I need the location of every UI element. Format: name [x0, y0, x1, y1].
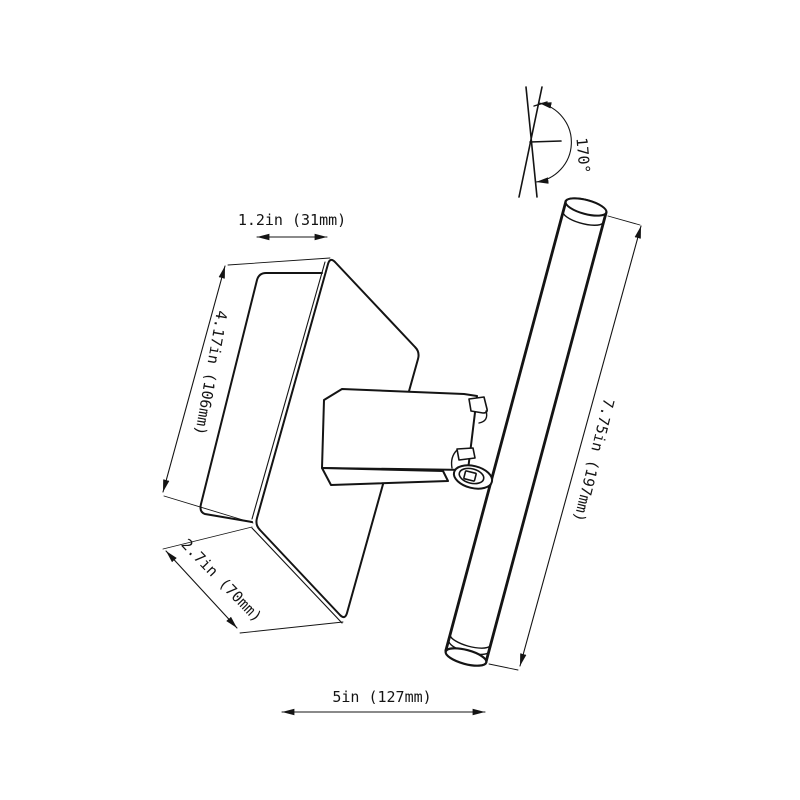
angle-horizontal-line: [529, 140, 562, 143]
hinge-knuckle-top-hook: [478, 410, 488, 424]
dim-base-width-label: 5in (127mm): [332, 688, 431, 706]
swivel-angle-symbol: 170°: [518, 86, 594, 198]
hinge-knuckle-top: [468, 396, 488, 414]
bracket-front-face: [321, 388, 478, 471]
bracket-bottom-face: [321, 467, 449, 486]
dim-plate-height-ext-top: [227, 257, 331, 266]
hinge-pivot: [452, 464, 494, 490]
dim-bar-length-ext-bottom: [488, 663, 519, 671]
dim-plate-depth: 1.2in (31mm): [238, 211, 346, 241]
hinge-knuckle-bottom: [456, 447, 476, 461]
dim-bar-length-ext-top: [607, 215, 641, 226]
tube-top-cap-ring: [562, 210, 604, 226]
dim-base-width: 5in (127mm): [281, 688, 486, 716]
angle-tick: [533, 101, 548, 107]
dim-plate-width-ext-top: [162, 526, 253, 550]
dim-bar-length-line: [519, 225, 642, 667]
plate-thickness-line-left: [251, 261, 326, 520]
tube-bottom-cap: [444, 647, 488, 667]
dim-plate-height-line: [162, 265, 226, 493]
hinge-knuckle-bottom-hook: [450, 449, 458, 469]
dim-plate-width-label: 2.7in (70mm): [177, 535, 265, 625]
dim-plate-width-line: [165, 550, 238, 629]
plate-back-edge: [199, 272, 323, 523]
tube-bottom-ring-upper: [449, 634, 491, 649]
dim-plate-height-label: 4.17in (106mm): [191, 309, 231, 437]
swivel-angle-label: 170°: [572, 137, 593, 175]
plate-thickness-line-bottom: [251, 527, 343, 624]
angle-arc: [535, 102, 572, 184]
dim-plate-width-ext-bottom: [239, 621, 344, 634]
dim-plate-height-ext-bottom: [163, 495, 254, 524]
tube-top-cap: [564, 197, 608, 217]
bracket-arm: [321, 388, 488, 486]
dim-plate-depth-label: 1.2in (31mm): [238, 211, 346, 229]
hinge-screw-slot: [463, 470, 477, 482]
